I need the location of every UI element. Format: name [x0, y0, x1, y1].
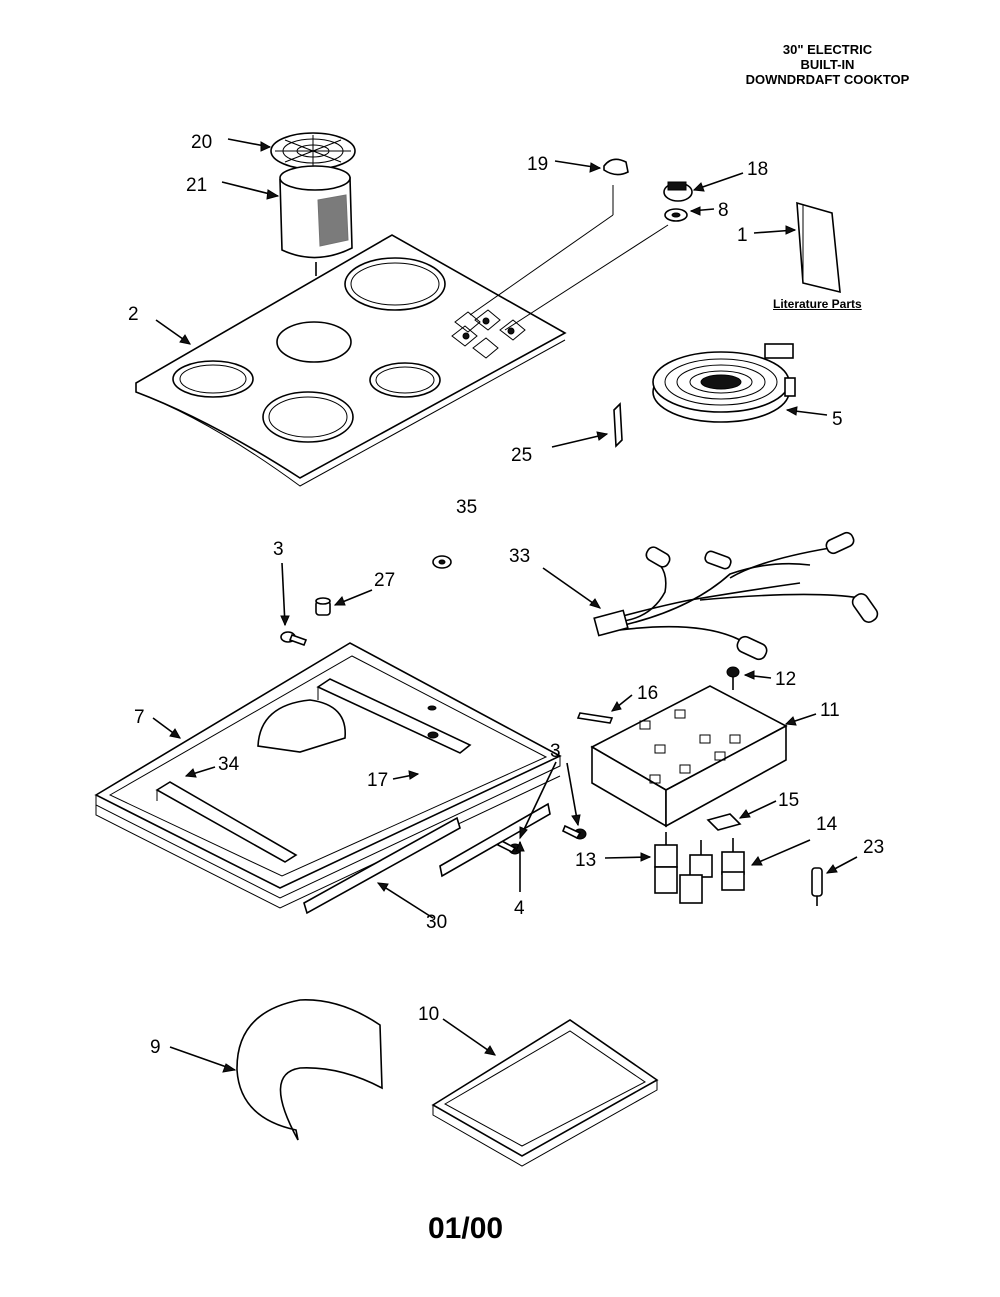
cooktop-glass-part — [135, 234, 567, 487]
callout-11: 11 — [820, 700, 840, 721]
callout-2: 2 — [128, 304, 139, 325]
callout-7: 7 — [134, 707, 145, 728]
callout-25: 25 — [511, 445, 532, 466]
callout-15: 15 — [778, 790, 799, 811]
callout-20: 20 — [191, 132, 212, 153]
insulator-strip-part — [576, 712, 614, 724]
callout-34: 34 — [218, 754, 240, 775]
trim-strip-part-30 — [303, 816, 461, 915]
callout-10: 10 — [418, 1004, 439, 1025]
callout-33: 33 — [509, 546, 530, 567]
diagram-title: 30" ELECTRIC BUILT-IN DOWNDRDAFT COOKTOP — [720, 42, 935, 87]
leader-lines — [152, 138, 858, 1073]
literature-parts-label: Literature Parts — [773, 297, 862, 311]
callout-30: 30 — [426, 912, 447, 933]
control-bracket-part — [590, 685, 788, 828]
callout-13: 13 — [575, 850, 596, 871]
screw-part-12 — [726, 666, 740, 690]
chassis-pan-part — [94, 642, 562, 909]
callout-12: 12 — [775, 669, 796, 690]
callout-5: 5 — [832, 409, 843, 430]
callout-18: 18 — [747, 159, 768, 180]
title-line-2: BUILT-IN — [800, 57, 855, 72]
callout-3-middle: 3 — [550, 741, 561, 762]
title-line-3: DOWNDRDAFT COOKTOP — [745, 72, 910, 87]
plug-part — [315, 597, 331, 616]
callout-23: 23 — [863, 837, 884, 858]
drip-tray-part — [431, 1019, 659, 1167]
callout-4: 4 — [514, 898, 525, 919]
callout-8: 8 — [718, 200, 729, 221]
surface-element-part — [652, 343, 796, 423]
title-line-1: 30" ELECTRIC — [782, 42, 873, 57]
vent-grille-part — [270, 132, 356, 170]
callout-35: 35 — [456, 497, 477, 518]
literature-book-part — [796, 201, 841, 294]
callout-21: 21 — [186, 175, 207, 196]
callout-14: 14 — [816, 814, 838, 835]
wire-harness-part — [593, 531, 879, 661]
fuse-part — [811, 867, 823, 906]
clip-part-15 — [706, 813, 742, 831]
knob-part-18 — [663, 181, 693, 202]
filter-canister-part — [279, 165, 353, 259]
date-code: 01/00 — [428, 1212, 504, 1245]
callout-3-top: 3 — [273, 539, 284, 560]
callout-19: 19 — [527, 154, 548, 175]
callout-27: 27 — [374, 570, 395, 591]
callout-16: 16 — [637, 683, 658, 704]
curved-baffle-part — [236, 999, 383, 1141]
screw-part-3-right — [561, 824, 587, 840]
knob-part-19 — [603, 158, 629, 176]
callout-17: 17 — [367, 770, 388, 791]
infinite-switches-part — [654, 832, 745, 904]
terminal-clip-part — [613, 402, 623, 448]
callout-1: 1 — [737, 225, 748, 246]
callout-9: 9 — [150, 1037, 161, 1058]
screw-part-3-top — [280, 631, 308, 647]
trim-strip-part-4 — [439, 802, 551, 878]
